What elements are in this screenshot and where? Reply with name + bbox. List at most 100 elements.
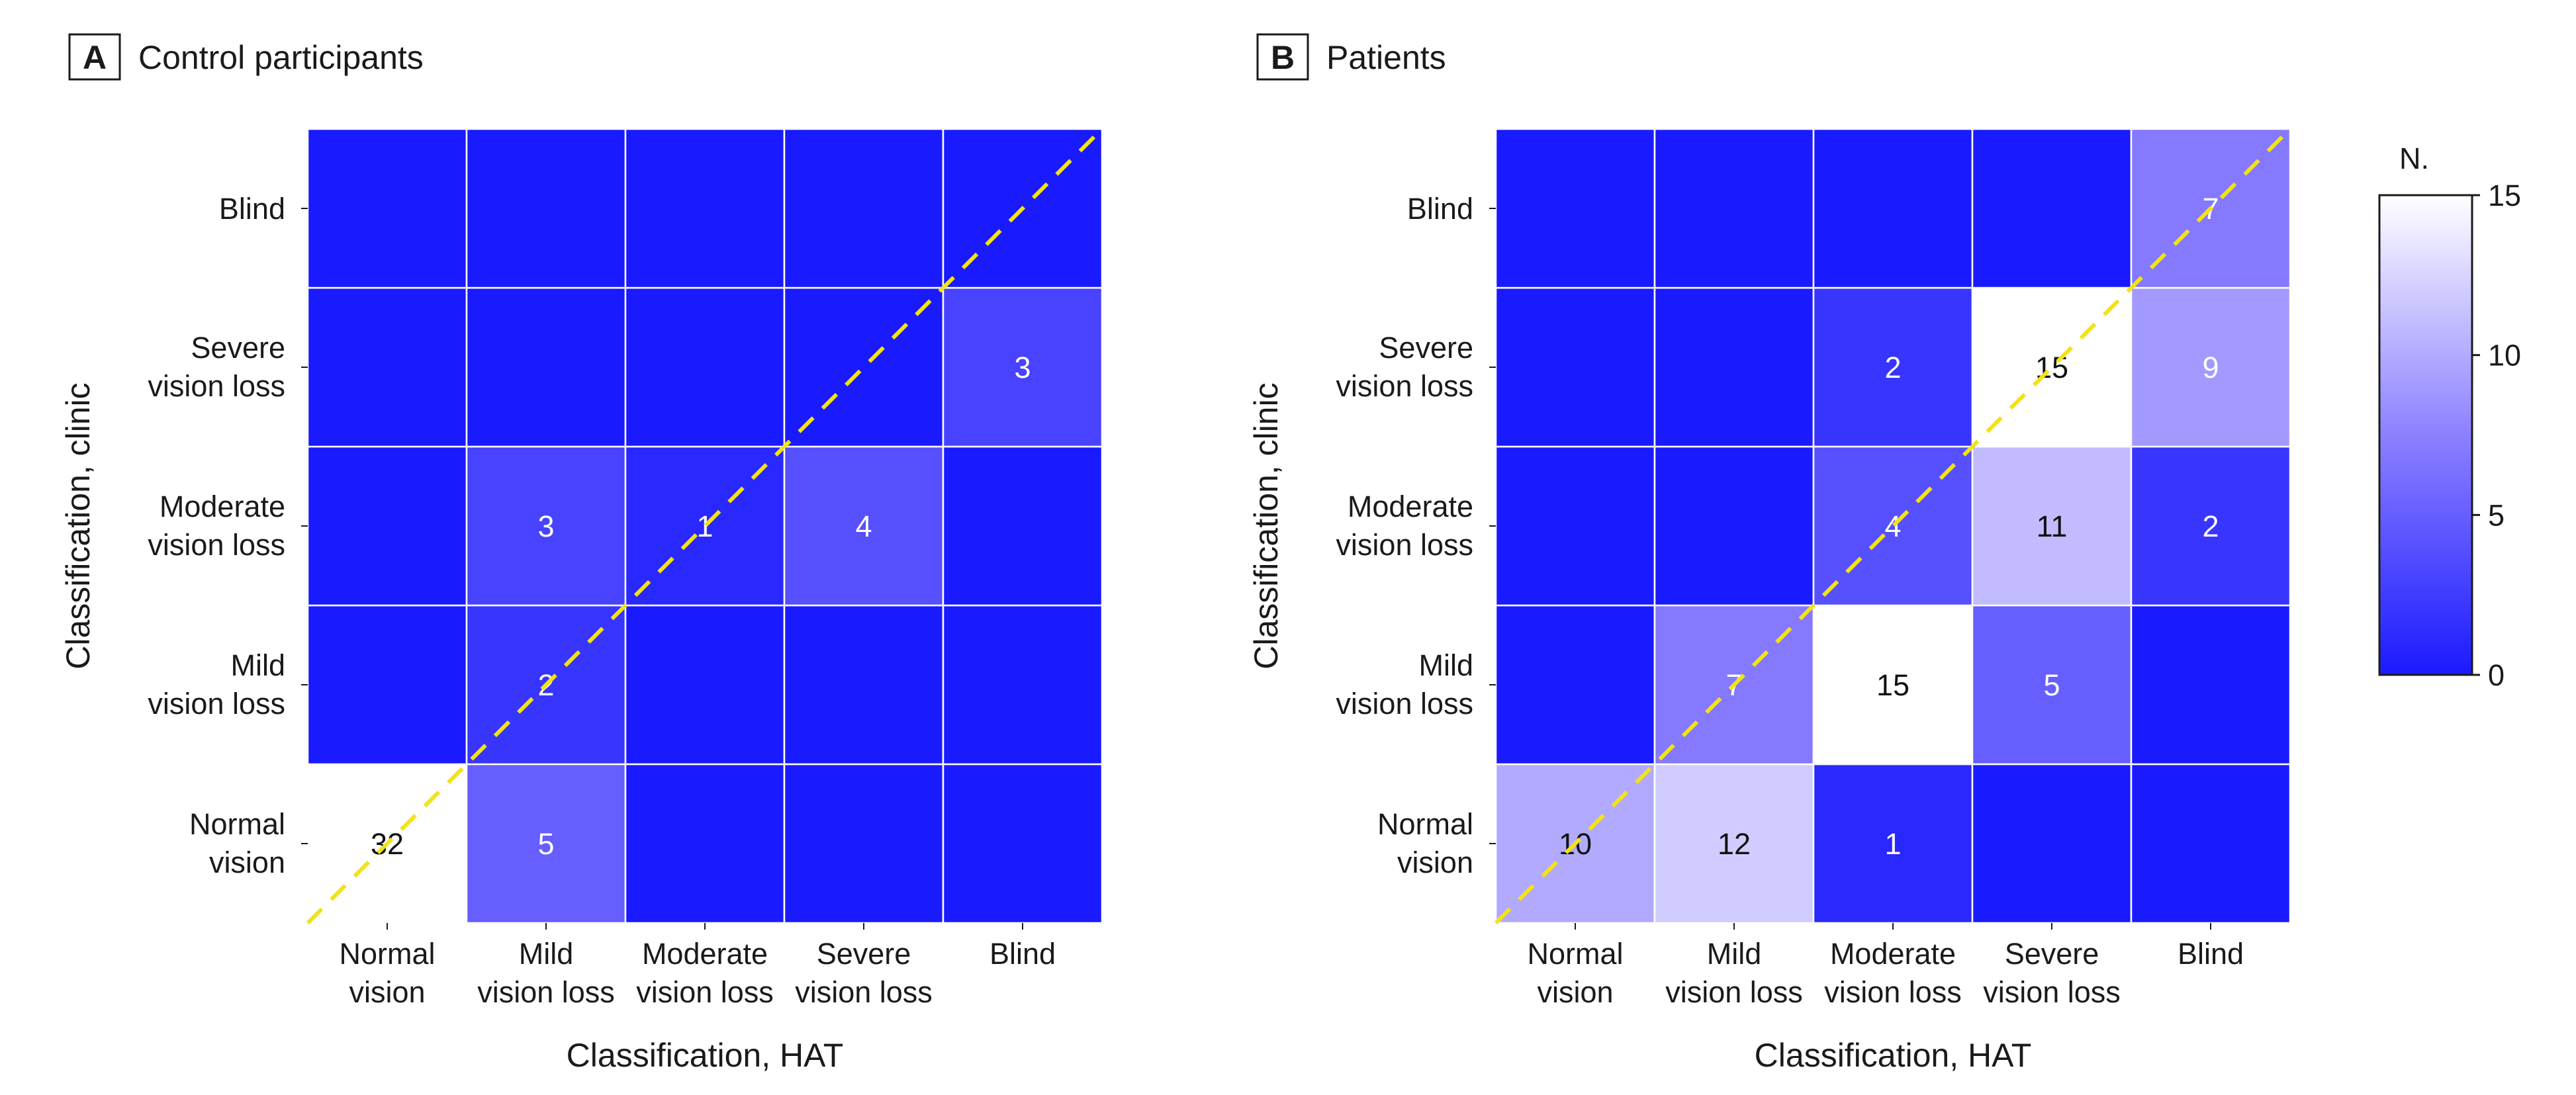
cell-value-label: 12 xyxy=(1718,827,1751,861)
y-tick-label: Severe vision loss xyxy=(1336,331,1473,403)
x-tick-line: Normal xyxy=(339,937,435,971)
cell-value-label: 1 xyxy=(696,509,713,543)
y-tick-line: Moderate xyxy=(1348,490,1473,523)
heatmap-cell xyxy=(1971,445,2133,607)
y-tick-line: Severe xyxy=(1379,331,1473,365)
cell-value-label: 3 xyxy=(537,509,554,543)
heatmap-cell xyxy=(465,445,627,607)
y-tick-label: Moderate vision loss xyxy=(148,490,285,562)
heatmap-cell xyxy=(783,128,944,289)
panel-title: Patients xyxy=(1326,39,1446,76)
x-tick-line: Severe xyxy=(2005,937,2099,971)
x-tick-line: vision loss xyxy=(636,975,774,1009)
heatmap-cell xyxy=(465,286,627,448)
x-tick-label: Blind xyxy=(989,937,1056,971)
y-tick-line: vision loss xyxy=(1336,687,1473,721)
heatmap-cell xyxy=(1495,445,1656,607)
panel-letter-box xyxy=(68,33,121,81)
y-tick-line: Severe xyxy=(191,331,285,365)
heatmap-cell xyxy=(2130,286,2291,448)
cell-value-label: 5 xyxy=(537,827,554,861)
x-tick-label: Blind xyxy=(2178,937,2244,971)
colorbar-gradient xyxy=(2378,194,2473,676)
x-tick-label: Moderate vision loss xyxy=(636,937,774,1009)
cell-value-label: 2 xyxy=(1884,351,1901,384)
heatmap-cell xyxy=(306,128,468,289)
heatmap-cell xyxy=(2130,604,2291,766)
y-tick-line: Moderate xyxy=(160,490,285,523)
colorbar-tick-label: 0 xyxy=(2488,658,2505,692)
y-tick-line: Normal xyxy=(189,807,285,841)
y-tick-label: Normal vision xyxy=(1377,807,1473,879)
heatmap-cell xyxy=(1812,763,1974,924)
colorbar-tick-label: 5 xyxy=(2488,498,2505,532)
y-tick-line: Mild xyxy=(1418,648,1473,682)
y-tick-line: vision loss xyxy=(148,369,285,403)
colorbar-title: N. xyxy=(2399,142,2429,175)
cell-value-label: 5 xyxy=(2043,668,2060,702)
y-tick-line: Blind xyxy=(1407,192,1473,226)
heatmap-cell xyxy=(783,604,944,766)
heatmap-cell xyxy=(465,128,627,289)
y-tick-line: Normal xyxy=(1377,807,1473,841)
diagonal-reference-line xyxy=(306,127,1104,925)
x-tick-line: vision xyxy=(1537,975,1613,1009)
x-tick-line: Blind xyxy=(989,937,1056,971)
x-tick-line: Moderate xyxy=(1830,937,1956,971)
heatmap-cell xyxy=(1812,604,1974,766)
y-tick-line: Blind xyxy=(219,192,285,226)
heatmap-cell xyxy=(1495,286,1656,448)
heatmap-cell xyxy=(1812,286,1974,448)
heatmap-cell xyxy=(783,445,944,607)
x-tick-line: vision loss xyxy=(1983,975,2121,1009)
heatmap-cell xyxy=(624,604,786,766)
x-axis-title: Classification, HAT xyxy=(1755,1037,2032,1074)
y-tick-line: vision loss xyxy=(1336,528,1473,562)
x-tick-line: Normal xyxy=(1527,937,1623,971)
y-tick-line: vision loss xyxy=(1336,369,1473,403)
colorbar-tick-label: 15 xyxy=(2488,179,2521,212)
x-tick-line: Severe xyxy=(817,937,911,971)
cell-value-label: 4 xyxy=(1884,509,1901,543)
x-tick-line: Moderate xyxy=(642,937,768,971)
heatmap-cell xyxy=(1653,445,1815,607)
y-tick-label: Moderate vision loss xyxy=(1336,490,1473,562)
cell-value-label: 11 xyxy=(2037,509,2068,543)
x-tick-line: Mild xyxy=(1707,937,1762,971)
heatmap-cell xyxy=(783,763,944,924)
y-axis-title: Classification, clinic xyxy=(1248,382,1285,669)
heatmap-cell xyxy=(942,763,1103,924)
heatmap-cell xyxy=(942,286,1103,448)
x-tick-line: Blind xyxy=(2178,937,2244,971)
heatmap-cell xyxy=(2130,763,2291,924)
heatmap-cell xyxy=(1495,604,1656,766)
heatmap-cell xyxy=(624,763,786,924)
y-tick-line: Mild xyxy=(230,648,285,682)
panel-title: Control participants xyxy=(138,39,424,76)
heatmap-cell xyxy=(2130,445,2291,607)
heatmap-cell xyxy=(306,604,468,766)
heatmap-cell xyxy=(624,128,786,289)
cell-value-label: 15 xyxy=(1876,668,1909,702)
cell-value-label: 4 xyxy=(855,509,872,543)
y-tick-line: vision loss xyxy=(148,528,285,562)
y-tick-line: vision xyxy=(1397,846,1473,879)
x-tick-line: vision xyxy=(349,975,425,1009)
panel-letter-box xyxy=(1256,33,1309,81)
heatmap-cell xyxy=(624,286,786,448)
heatmap-cell xyxy=(1495,128,1656,289)
y-axis-title: Classification, clinic xyxy=(60,382,97,669)
heatmap-cell xyxy=(306,286,468,448)
heatmap-cell xyxy=(1653,128,1815,289)
panel-letter: A xyxy=(83,39,107,76)
y-tick-label: Blind xyxy=(1407,192,1473,226)
heatmap-cell xyxy=(942,445,1103,607)
